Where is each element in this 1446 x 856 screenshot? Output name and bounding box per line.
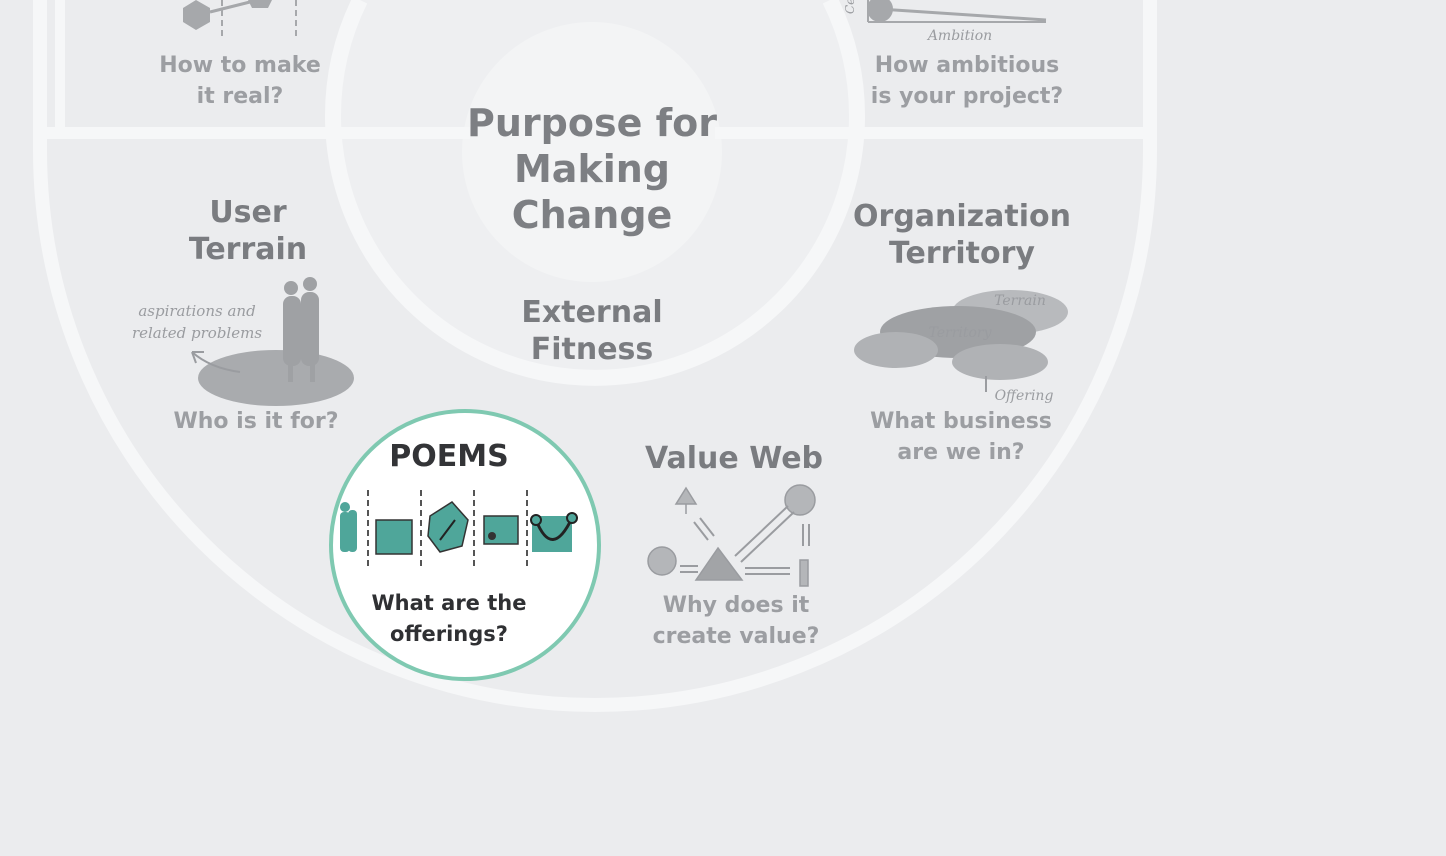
poems-section[interactable]: POEMS What are the offerings? (329, 409, 601, 681)
user-terrain-title-2: Terrain (189, 232, 307, 267)
people-icon (340, 502, 357, 552)
organization-territory-section: Organization Territory Terrain Territory… (853, 199, 1071, 465)
center-title-2: Making (514, 147, 670, 191)
user-terrain-note-1: aspirations and (138, 302, 255, 320)
org-label-terrain: Terrain (994, 293, 1046, 309)
hexagon-icon (183, 0, 210, 30)
ambition-axis (879, 7, 1047, 22)
make-real-question-1: How to make (159, 53, 321, 78)
center-core (462, 22, 722, 282)
org-question-1: What business (870, 409, 1052, 434)
pentagon-icon (248, 0, 272, 8)
center-subtitle-1: External (521, 295, 662, 330)
org-label-offering: Offering (995, 388, 1054, 404)
org-territory-title-2: Territory (889, 236, 1035, 271)
poems-question-1: What are the (372, 591, 527, 615)
connector-line-icon (209, 0, 251, 14)
poems-title: POEMS (389, 439, 508, 474)
value-web-graph-icon (647, 484, 816, 587)
offering-blob-right-icon (952, 344, 1048, 380)
user-terrain-question: Who is it for? (173, 409, 338, 434)
poems-question-2: offerings? (390, 622, 508, 646)
ambition-question-2: is your project? (871, 84, 1063, 109)
make-real-section: How to make it real? (159, 0, 321, 109)
value-web-title: Value Web (645, 441, 823, 476)
arrow-icon (191, 351, 241, 373)
terrain-ground-icon (198, 350, 354, 406)
center-title-3: Change (512, 193, 673, 237)
poems-highlight-circle[interactable] (329, 409, 601, 681)
poems-icons (340, 490, 578, 568)
value-web-arrows (680, 505, 810, 575)
center-section: Purpose for Making Change External Fitne… (467, 101, 717, 367)
make-real-question-2: it real? (197, 84, 284, 109)
outer-ring (33, 0, 1157, 712)
value-web-section: Value Web Why does it create value? (645, 441, 823, 649)
user-terrain-section: User Terrain aspirations and related pro… (132, 195, 354, 434)
offering-blob-left-icon (854, 332, 938, 368)
user-terrain-note-2: related problems (132, 324, 262, 342)
value-web-question-2: create value? (653, 624, 820, 649)
ambition-marker-icon (867, 0, 893, 22)
org-question-2: are we in? (897, 440, 1024, 465)
value-web-question-1: Why does it (663, 593, 810, 618)
ambition-axis-label: Ambition (926, 28, 992, 44)
ambition-question-1: How ambitious (875, 53, 1060, 78)
center-title-1: Purpose for (467, 101, 717, 145)
ambition-side-label: Ce (843, 0, 857, 14)
center-subtitle-2: Fitness (531, 332, 654, 367)
org-label-territory: Territory (928, 325, 992, 341)
people-figures-icon (283, 277, 319, 382)
ambition-section: Ce Ambition How ambitious is your projec… (843, 0, 1063, 109)
environment-icon (427, 501, 469, 553)
message-icon (483, 515, 519, 545)
object-icon (375, 519, 413, 555)
org-territory-title-1: Organization (853, 199, 1071, 234)
user-terrain-title-1: User (209, 195, 287, 230)
